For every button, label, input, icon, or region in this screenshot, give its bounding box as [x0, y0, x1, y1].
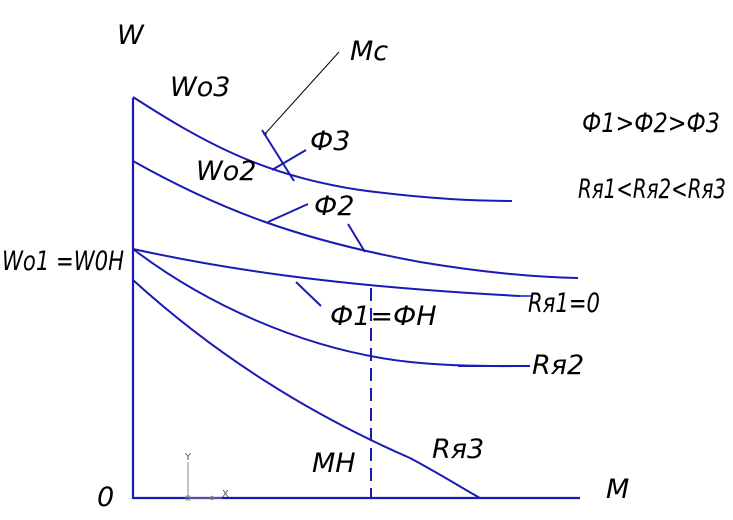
- label-w02: Wo2: [196, 156, 256, 187]
- label-ra3: Rя3: [432, 434, 484, 465]
- phi-order-relation: Ф1>Ф2>Ф3: [582, 108, 720, 139]
- axis-x-label: M: [606, 474, 629, 505]
- label-ra2: Rя2: [532, 350, 584, 381]
- label-ra1: Rя1=0: [528, 288, 600, 319]
- leader-mc: [263, 51, 340, 136]
- label-w03: Wo3: [170, 72, 230, 103]
- ucs-x-label: X: [222, 489, 229, 500]
- label-mc: Mc: [350, 36, 388, 67]
- origin-label: 0: [97, 482, 114, 513]
- label-mn: МН: [312, 448, 356, 479]
- label-phi3: Ф3: [310, 126, 350, 157]
- leader-phi2-left: [267, 203, 309, 223]
- mc-mark-a: [261, 129, 295, 182]
- axis-y-label: W: [117, 20, 145, 51]
- curve-phi2: [132, 160, 579, 279]
- curve-phi1: [132, 248, 521, 297]
- leader-phi1: [295, 281, 322, 307]
- ucs-y-label: Y: [184, 452, 192, 463]
- label-phi2: Ф2: [314, 191, 354, 222]
- curve-ra3: [132, 279, 481, 499]
- label-w01: Wo1 =W0H: [2, 246, 124, 277]
- r-order-relation: Rя1<Rя2<Rя3: [578, 174, 726, 205]
- leader-phi2-right: [347, 223, 366, 253]
- mc-mark-b: [271, 149, 307, 171]
- label-phi1: Ф1=ФН: [330, 301, 437, 332]
- ucs-icon: Y X: [184, 452, 229, 501]
- curve-phi3: [132, 96, 513, 202]
